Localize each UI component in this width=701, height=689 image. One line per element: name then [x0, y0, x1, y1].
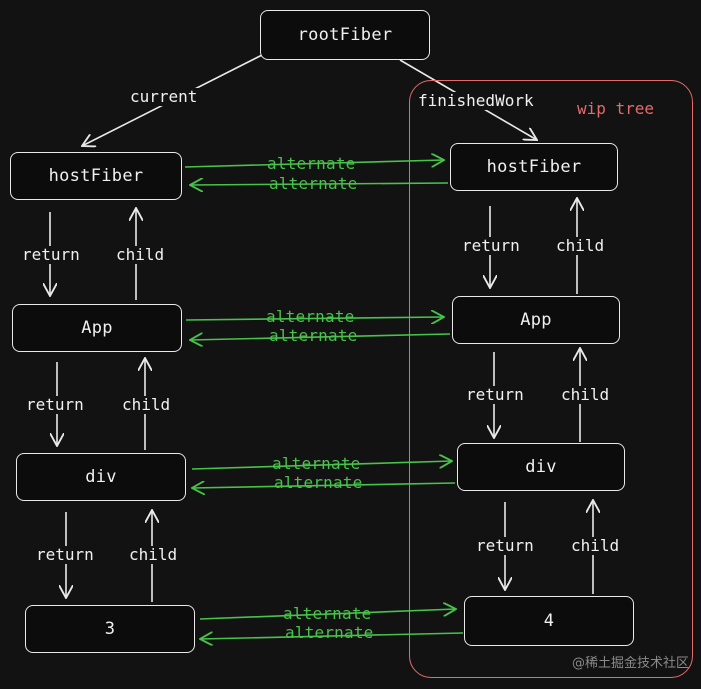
current-div-node: div: [16, 453, 186, 501]
alternate-label: alternate: [266, 307, 355, 326]
child-label: child: [559, 385, 612, 404]
current-label: current: [128, 87, 200, 106]
alternate-arrow-left: [190, 334, 451, 340]
alternate-arrow-right: [185, 317, 444, 320]
child-label: child: [127, 545, 180, 564]
alternate-label: alternate: [274, 473, 363, 492]
alternate-arrow-left: [190, 183, 449, 185]
return-label: return: [24, 395, 86, 414]
root-fiber-node: rootFiber: [260, 10, 430, 60]
alternate-arrow-left: [192, 483, 456, 488]
wip-div-node: div: [457, 443, 625, 491]
return-label: return: [20, 245, 82, 264]
child-label: child: [114, 245, 167, 264]
return-label: return: [474, 536, 536, 555]
alternate-label: alternate: [267, 154, 356, 173]
finished-work-label: finishedWork: [416, 91, 536, 110]
current-app-node: App: [12, 304, 182, 352]
return-label: return: [460, 236, 522, 255]
return-label: return: [34, 545, 96, 564]
alternate-label: alternate: [269, 174, 358, 193]
child-label: child: [569, 536, 622, 555]
child-label: child: [554, 236, 607, 255]
alternate-arrow-right: [191, 461, 452, 470]
alternate-arrow-right: [199, 609, 456, 620]
alternate-label: alternate: [269, 326, 358, 345]
return-label: return: [464, 385, 526, 404]
alternate-label: alternate: [285, 623, 374, 642]
alternate-arrow-right: [184, 160, 444, 168]
alternate-label: alternate: [272, 454, 361, 473]
alternate-arrow-left: [200, 633, 464, 639]
watermark: @稀土掘金技术社区: [571, 656, 689, 671]
wip-host-fiber-node: hostFiber: [450, 143, 618, 191]
current-host-fiber-node: hostFiber: [10, 152, 182, 200]
wip-app-node: App: [452, 296, 620, 344]
wip-tree-title: wip tree: [577, 99, 655, 118]
wip-text-node: 4: [464, 596, 634, 646]
child-label: child: [120, 395, 173, 414]
wip-tree-frame: [409, 80, 693, 678]
alternate-label: alternate: [283, 604, 372, 623]
current-text-node: 3: [25, 605, 195, 653]
